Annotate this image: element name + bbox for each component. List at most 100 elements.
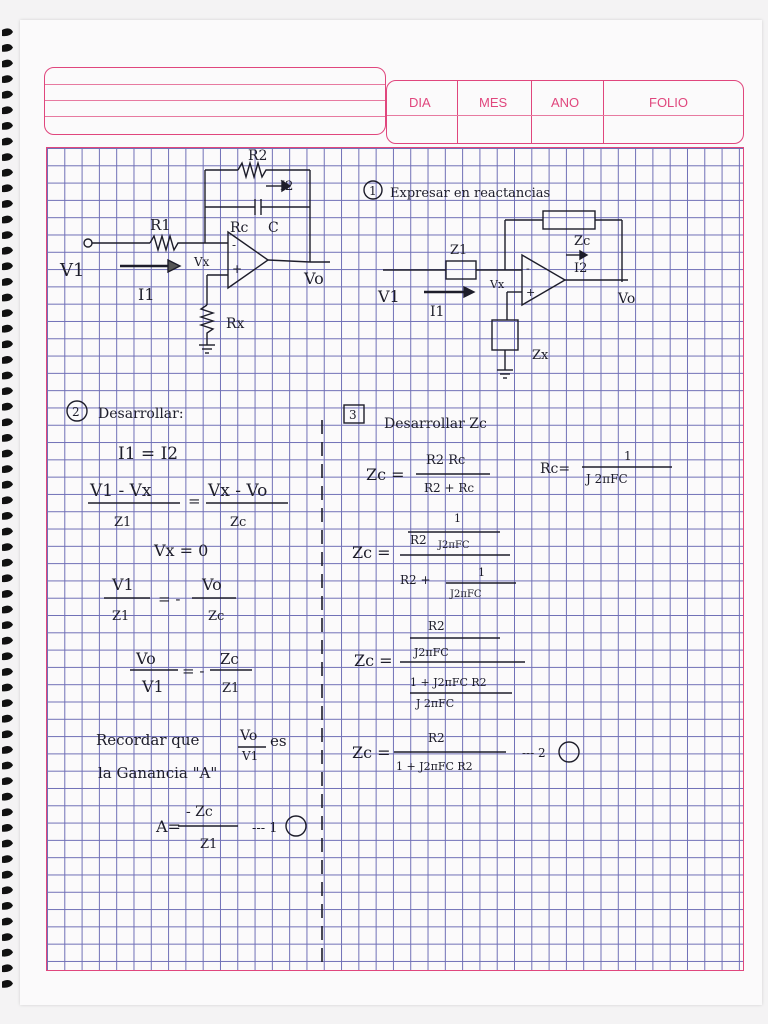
- eq4-lhs-num: V1: [111, 575, 134, 594]
- spiral-ring: [2, 28, 13, 37]
- c2-z1-label: Z1: [450, 243, 467, 258]
- spiral-ring: [2, 262, 13, 271]
- section1-heading: Expresar en reactancias: [390, 186, 550, 201]
- eqA-lhs: A=: [155, 817, 181, 836]
- c2-plus-label: +: [526, 286, 535, 299]
- eq5-lhs-num: Vo: [135, 649, 156, 668]
- f3-den-num: 1 + J2πFC R2: [410, 676, 487, 689]
- spiral-ring: [2, 558, 13, 567]
- c1-i1-label: I1: [138, 285, 155, 304]
- spiral-ring: [2, 714, 13, 723]
- eqA-ref: --- 1: [252, 821, 278, 836]
- c1-r2-label: R2: [248, 148, 267, 164]
- spiral-ring: [2, 652, 13, 661]
- zc-lhs-4: Zc =: [352, 743, 391, 762]
- c1-plus-label: +: [232, 262, 242, 276]
- spiral-ring: [2, 309, 13, 317]
- f3-den-den: J 2πFC: [415, 697, 454, 710]
- spiral-ring: [2, 683, 13, 692]
- spiral-ring: [2, 106, 13, 115]
- f4-den: 1 + J2πFC R2: [396, 760, 473, 773]
- c2-zc-label: Zc: [574, 234, 590, 249]
- spiral-ring: [2, 621, 13, 629]
- spiral-ring: [2, 574, 13, 583]
- recall-text-2: es: [270, 732, 287, 750]
- spiral-ring: [2, 200, 13, 208]
- spiral-ring: [2, 168, 13, 177]
- eq2-rhs-num: Vx - Vo: [207, 481, 267, 501]
- f4-ref: --- 2: [522, 746, 546, 760]
- rc-lhs: Rc=: [540, 461, 570, 477]
- c2-vx-label: Vx: [489, 278, 505, 291]
- spiral-ring: [2, 387, 13, 395]
- recall-text-3: la Ganancia "A": [98, 764, 217, 782]
- spiral-ring: [2, 90, 13, 99]
- f2-num-b-num: 1: [454, 512, 461, 525]
- spiral-ring: [2, 917, 13, 926]
- f2-den-a: R2 +: [400, 573, 431, 587]
- f4-num: R2: [428, 731, 445, 745]
- spiral-ring: [2, 777, 13, 785]
- c1-vo-label: Vo: [303, 269, 324, 288]
- spiral-ring: [2, 465, 13, 473]
- f2-num-a: R2: [410, 533, 427, 547]
- c2-zx-label: Zx: [532, 348, 549, 363]
- rc-den: J 2πFC: [584, 472, 628, 486]
- ano-label: ANO: [551, 95, 580, 110]
- c1-minus-label: -: [232, 238, 236, 252]
- spiral-ring: [2, 824, 13, 832]
- spiral-binding: [2, 28, 13, 988]
- c2-v1-label: V1: [377, 287, 400, 306]
- circuit-1: [83, 160, 330, 354]
- eq2-equals: =: [188, 492, 201, 510]
- c2-i2-label: I2: [574, 261, 587, 276]
- header-name-box: [44, 67, 386, 135]
- eq4-rhs-sign: = -: [158, 590, 180, 608]
- c2-vo-label: Vo: [617, 291, 635, 307]
- spiral-ring: [2, 980, 13, 988]
- spiral-ring: [2, 418, 13, 427]
- spiral-ring: [2, 746, 13, 754]
- c1-i2-label: I2: [280, 179, 293, 194]
- eq-vx-zero: Vx = 0: [153, 541, 208, 560]
- section3-number: 3: [349, 408, 357, 422]
- f2-den-b-num: 1: [478, 566, 485, 579]
- spiral-ring: [2, 137, 13, 146]
- recall-frac-num: Vo: [239, 728, 257, 744]
- spiral-ring: [2, 75, 13, 83]
- spiral-ring: [2, 543, 13, 551]
- c1-rx-label: Rx: [226, 316, 245, 332]
- f2-den-b-den: J2πFC: [449, 589, 482, 600]
- spiral-ring: [2, 605, 13, 614]
- spiral-ring: [2, 839, 13, 848]
- spiral-ring: [2, 590, 13, 598]
- spiral-ring: [2, 215, 13, 224]
- spiral-ring: [2, 855, 13, 863]
- section2-heading: Desarrollar:: [98, 406, 184, 422]
- spiral-ring: [2, 59, 13, 68]
- f3-num-den: J2πFC: [413, 646, 449, 659]
- recall-text-1: Recordar que: [96, 731, 200, 749]
- eq4-rhs-num: Vo: [201, 575, 222, 594]
- section3-heading: Desarrollar Zc: [384, 416, 487, 432]
- eq2-rhs-den: Zc: [230, 515, 246, 530]
- spiral-ring: [2, 948, 13, 957]
- spiral-ring: [2, 870, 13, 879]
- rc-num: 1: [624, 449, 632, 463]
- spiral-ring: [2, 902, 13, 910]
- circuit-2: [383, 210, 628, 379]
- spiral-ring: [2, 527, 13, 536]
- spiral-ring: [2, 434, 13, 442]
- c1-vx-label: Vx: [193, 255, 210, 269]
- spiral-ring: [2, 512, 13, 520]
- eq5-lhs-den: V1: [141, 677, 164, 696]
- spiral-ring: [2, 340, 13, 349]
- eqA-den: Z1: [200, 837, 217, 852]
- spiral-ring: [2, 730, 13, 739]
- section2-number: 2: [72, 405, 80, 419]
- eq4-rhs-den: Zc: [208, 609, 224, 624]
- spiral-ring: [2, 44, 13, 52]
- c1-r1-label: R1: [150, 216, 171, 234]
- eq4-lhs-den: Z1: [112, 609, 129, 624]
- spiral-ring: [2, 402, 13, 411]
